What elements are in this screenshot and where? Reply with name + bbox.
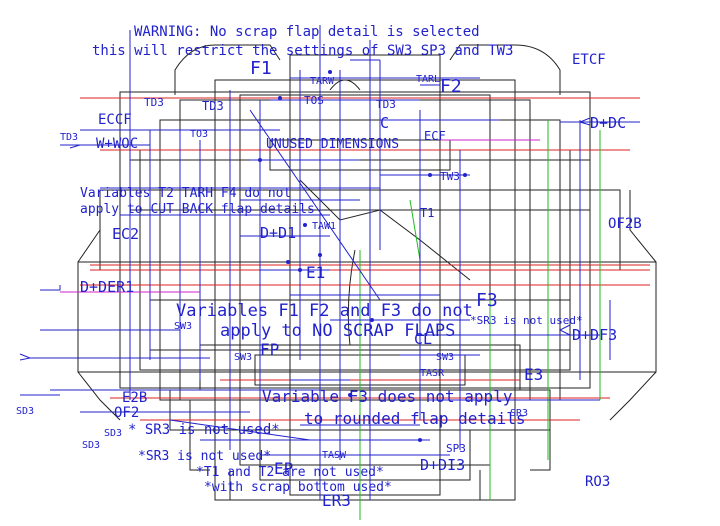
note-t1-t2-not-used: *T1 and T2 are not used* (196, 465, 384, 480)
note-variable-f3: Variable F3 does not apply (262, 387, 513, 406)
note-sr3-not-used-1: * SR3 is not used* (128, 422, 280, 438)
label-td3-d: TD3 (376, 98, 396, 111)
note-unused-dimensions: UNUSED DIMENSIONS (266, 137, 399, 152)
label-sw3-c: SW3 (436, 352, 454, 363)
label-sp3: SP3 (446, 442, 466, 455)
dimension-lines (19, 25, 640, 500)
label-c: C (380, 114, 389, 132)
label-eccf: ECCF (98, 112, 132, 128)
label-ec2: EC2 (112, 225, 139, 243)
label-w-woc: W+WOC (96, 136, 138, 152)
label-d-di3: D+DI3 (420, 456, 465, 474)
warning-line-2: this will restrict the settings of SW3 S… (92, 43, 513, 59)
label-e3: E3 (524, 365, 543, 384)
label-to3: TO3 (190, 129, 208, 140)
note-sr3-not-used-2: *SR3 is not used* (138, 449, 271, 464)
label-d-d1: D+D1 (260, 224, 296, 242)
label-t1: T1 (420, 206, 434, 220)
note-variables-f1-f2: Variables F1 F2 and F3 do not (176, 301, 473, 321)
label-e2b: E2B (122, 390, 147, 406)
note-with-scrap: *with scrap bottom used* (204, 480, 392, 495)
label-td3-b: TD3 (202, 99, 224, 113)
label-sw3-b: SW3 (234, 352, 252, 363)
label-tw3: TW3 (440, 170, 460, 183)
label-tarw: TARW (310, 76, 335, 87)
label-of2b: OF2B (608, 216, 642, 232)
label-f2: F2 (440, 76, 462, 97)
label-ecf: ECF (424, 129, 446, 143)
label-taw1: TAW1 (312, 221, 336, 232)
label-d-der1: D+DER1 (80, 278, 134, 296)
note-variables-t2: Variables T2 TARH F4 do not (80, 186, 291, 201)
label-cl: CL (414, 330, 432, 348)
label-of2: OF2 (114, 405, 139, 421)
label-ro3: RO3 (585, 474, 610, 490)
label-td3-a: TD3 (144, 96, 164, 109)
label-f3: F3 (476, 290, 498, 311)
label-fp: FP (260, 340, 279, 359)
label-tos: TOS (304, 94, 324, 107)
label-f1: F1 (250, 58, 272, 79)
label-sw3-a: SW3 (174, 321, 192, 332)
label-etcf: ETCF (572, 52, 606, 68)
label-sd3-b: SD3 (82, 440, 100, 451)
note-apply-no-scrap: apply to NO SCRAP FLAPS (220, 321, 455, 341)
warning-line-1: WARNING: No scrap flap detail is selecte… (134, 24, 480, 40)
label-d-dc: D+DC (590, 114, 626, 132)
label-sd3-c: SD3 (104, 428, 122, 439)
dimension-points (258, 70, 467, 442)
label-td3-c: TD3 (60, 132, 78, 143)
magenta-lines (60, 139, 540, 293)
label-er3: ER3 (322, 491, 351, 510)
label-d-df3: D+DF3 (572, 326, 617, 344)
label-sr3: SR3 (510, 408, 528, 419)
label-tasr: TASR (420, 368, 445, 379)
label-tasw: TASW (322, 450, 347, 461)
label-tarl: TARL (416, 74, 440, 85)
label-sd3-a: SD3 (16, 406, 34, 417)
label-ep: EP (274, 459, 293, 478)
note-sr3-not-used-3: *SR3 is not used* (470, 314, 583, 327)
label-e1: E1 (306, 263, 325, 282)
note-apply-cut-back: apply to CUT BACK flap details (80, 202, 315, 217)
note-rounded-flap: to rounded flap details (304, 409, 526, 428)
